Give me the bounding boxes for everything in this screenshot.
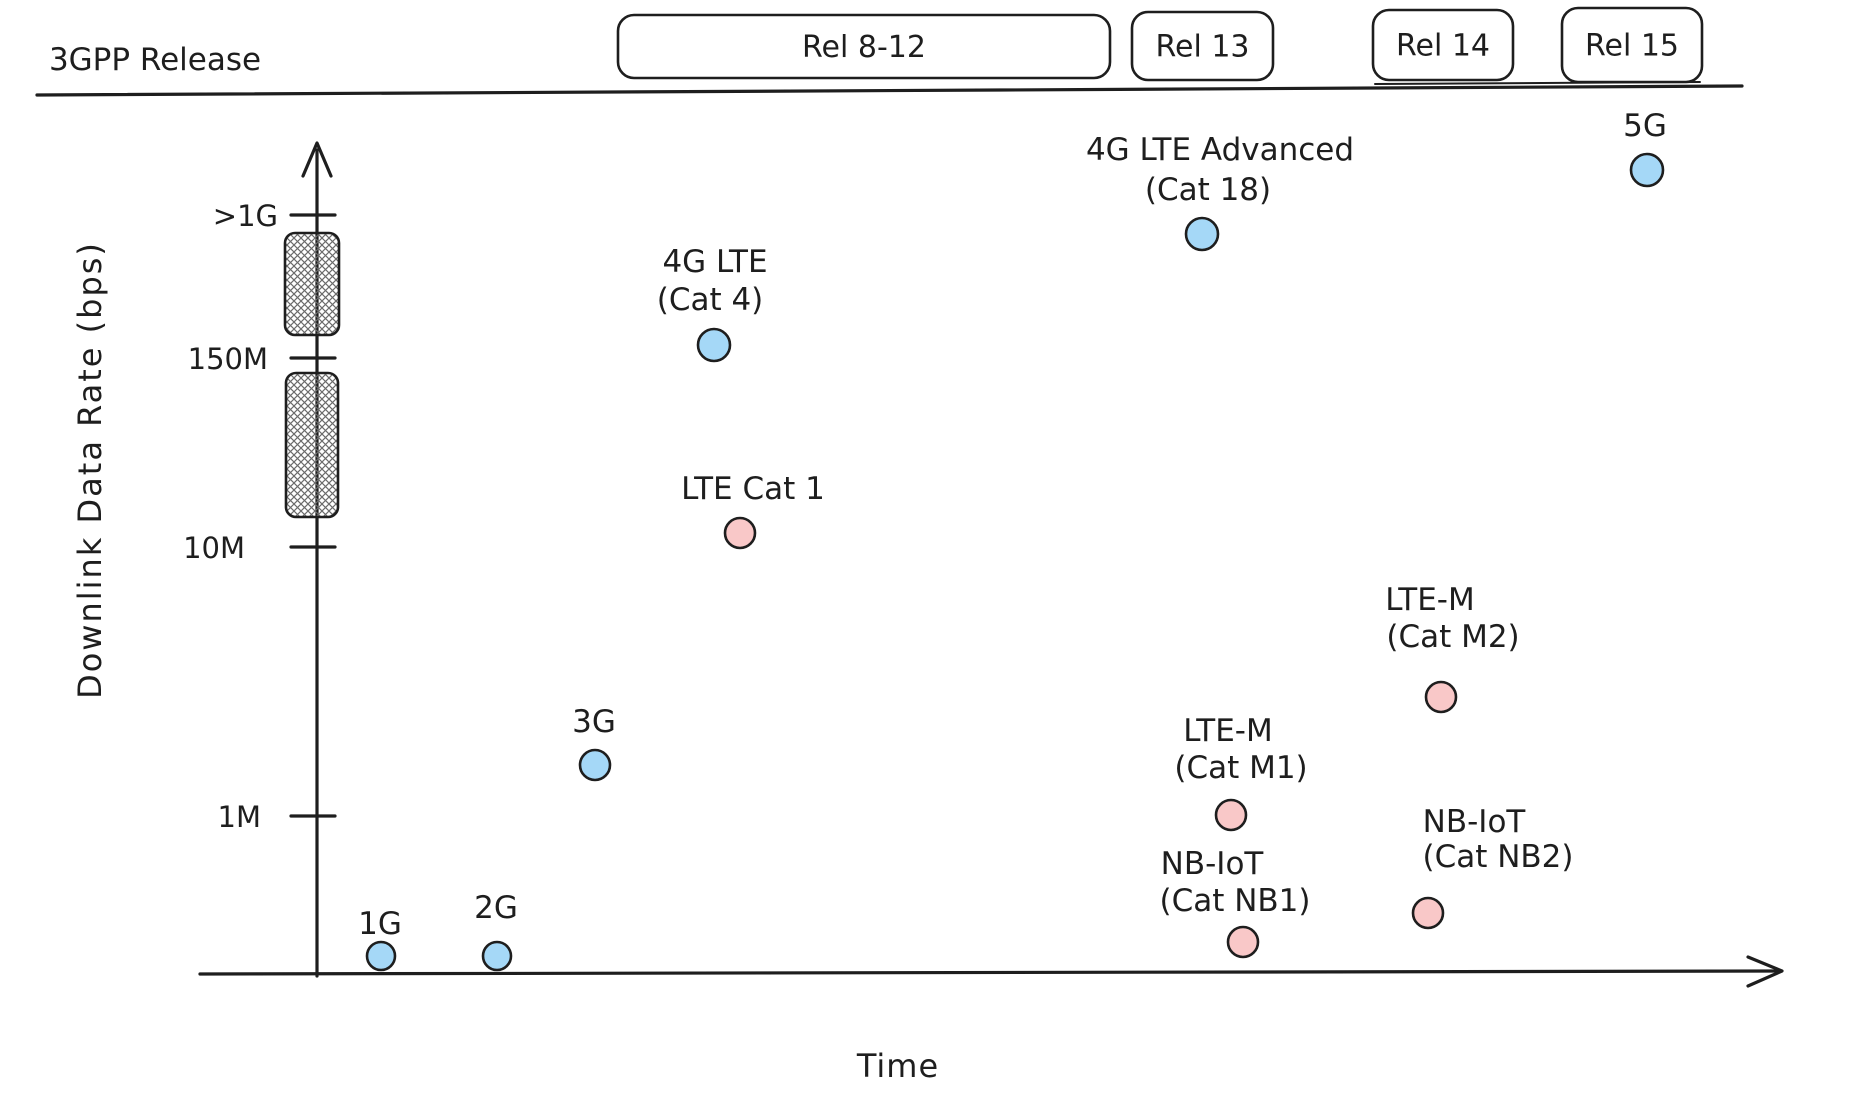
data-point: 4G LTE Advanced (Cat 18) <box>1086 132 1354 252</box>
data-point-dot <box>696 327 732 363</box>
release-box-outline <box>1371 8 1515 82</box>
y-tick-label: >1G <box>213 199 278 233</box>
data-point: 1G <box>358 906 402 972</box>
data-point-dot <box>723 516 757 550</box>
data-point-label: 3G <box>572 704 616 740</box>
release-box-label: Rel 14 <box>1396 29 1490 64</box>
data-point-dot <box>365 940 397 972</box>
data-point-label: NB-IoT <box>1423 804 1527 840</box>
release-box: Rel 14 <box>1371 8 1515 82</box>
data-point-dot <box>481 940 513 972</box>
release-boxes: Rel 8-12 Rel 13 Rel 14 Rel 15 <box>616 6 1704 84</box>
data-point-label: LTE-M <box>1183 713 1272 749</box>
axis-break-hatch <box>283 231 341 337</box>
data-point-dot <box>578 748 612 782</box>
release-box: Rel 13 <box>1130 10 1275 82</box>
data-point: 2G <box>474 890 518 972</box>
axis-break-hatch <box>284 371 340 519</box>
y-axis-ticks: >1G 150M 10M 1M <box>183 199 337 834</box>
data-point-dot <box>1214 798 1248 832</box>
x-axis <box>198 955 1784 988</box>
data-point-label: (Cat NB2) <box>1422 839 1573 875</box>
y-axis-label: Downlink Data Rate (bps) <box>71 241 109 699</box>
data-point-label: (Cat 18) <box>1145 172 1271 208</box>
data-point-dot <box>1411 896 1445 930</box>
header-divider <box>35 84 1744 97</box>
y-tick-label: 150M <box>188 342 268 376</box>
data-point-label: (Cat 4) <box>657 282 764 318</box>
data-point-label: LTE Cat 1 <box>681 471 825 507</box>
y-axis-arrowhead-icon <box>301 141 333 178</box>
data-point-dot <box>1424 680 1458 714</box>
data-point: LTE-M(Cat M2) <box>1385 582 1520 714</box>
data-point-label: 1G <box>358 906 402 942</box>
y-axis-break-marks <box>283 231 341 519</box>
data-points: 1G 2G 3G 4G LTE(Cat 4) LTE Cat 1 4G LTE Advan… <box>358 108 1667 972</box>
data-point-label: 4G LTE <box>662 244 767 280</box>
data-point: 4G LTE(Cat 4) <box>657 244 768 363</box>
release-box: Rel 8-12 <box>616 13 1112 80</box>
release-box-outline <box>1560 6 1704 84</box>
data-point: 5G <box>1623 108 1667 188</box>
data-point: LTE Cat 1 <box>681 471 825 550</box>
data-point: 3G <box>572 704 616 782</box>
data-point: LTE-M(Cat M1) <box>1174 713 1308 832</box>
data-point-label: 4G LTE Advanced <box>1086 132 1354 168</box>
x-axis-label: Time <box>856 1047 939 1085</box>
data-point-dot <box>1629 152 1665 188</box>
data-point-label: 2G <box>474 890 518 926</box>
data-point-label: (Cat M1) <box>1174 750 1307 786</box>
release-box-label: Rel 8-12 <box>802 30 926 65</box>
release-box-label: Rel 13 <box>1156 30 1250 65</box>
page-title: 3GPP Release <box>49 42 261 78</box>
release-box-outline <box>1130 10 1275 82</box>
data-point-label: (Cat M2) <box>1386 619 1519 655</box>
data-point-label: LTE-M <box>1385 582 1474 618</box>
data-point-dot <box>1184 216 1220 252</box>
x-axis-arrowhead-icon <box>1746 955 1784 988</box>
y-tick-label: 1M <box>218 800 261 834</box>
data-point-label: 5G <box>1623 108 1667 144</box>
data-point: NB-IoT(Cat NB2) <box>1411 804 1574 930</box>
release-box-outline <box>616 13 1112 80</box>
data-point-dot <box>1226 925 1260 959</box>
release-box: Rel 15 <box>1560 6 1704 84</box>
data-point-label: NB-IoT <box>1161 846 1265 882</box>
release-box-label: Rel 15 <box>1585 29 1679 64</box>
data-point-label: (Cat NB1) <box>1159 883 1310 919</box>
y-tick-label: 10M <box>183 531 245 565</box>
data-point: NB-IoT(Cat NB1) <box>1159 846 1311 959</box>
x-axis-line <box>198 969 1780 976</box>
